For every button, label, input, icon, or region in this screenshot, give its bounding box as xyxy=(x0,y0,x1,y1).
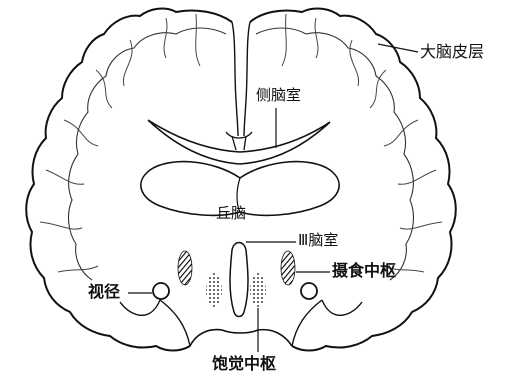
leader-cortex xyxy=(378,44,418,52)
optic-tract-left xyxy=(153,283,169,299)
label-optic-tract: 视径 xyxy=(88,284,120,300)
feeding-center-left xyxy=(178,251,192,285)
hypothalamus-base xyxy=(190,330,292,346)
label-thalamus: 丘脑 xyxy=(216,206,246,221)
temporal-left xyxy=(120,300,190,346)
label-satiety-center: 饱觉中枢 xyxy=(212,356,276,372)
label-lateral-ventricle: 侧脑室 xyxy=(256,88,301,103)
satiety-center-right xyxy=(250,273,266,307)
sulci-left xyxy=(40,14,200,272)
optic-tract-right xyxy=(301,283,317,299)
label-third-ventricle: Ⅲ脑室 xyxy=(298,233,338,248)
third-ventricle xyxy=(230,243,248,317)
label-cortex: 大脑皮层 xyxy=(420,44,484,60)
label-feeding-center: 摄食中枢 xyxy=(332,263,396,279)
septum xyxy=(226,132,252,150)
feeding-center-right xyxy=(281,251,295,285)
temporal-right xyxy=(292,300,362,346)
lateral-ventricle xyxy=(148,120,330,164)
longitudinal-fissure xyxy=(232,22,250,136)
satiety-center-left xyxy=(206,273,222,307)
